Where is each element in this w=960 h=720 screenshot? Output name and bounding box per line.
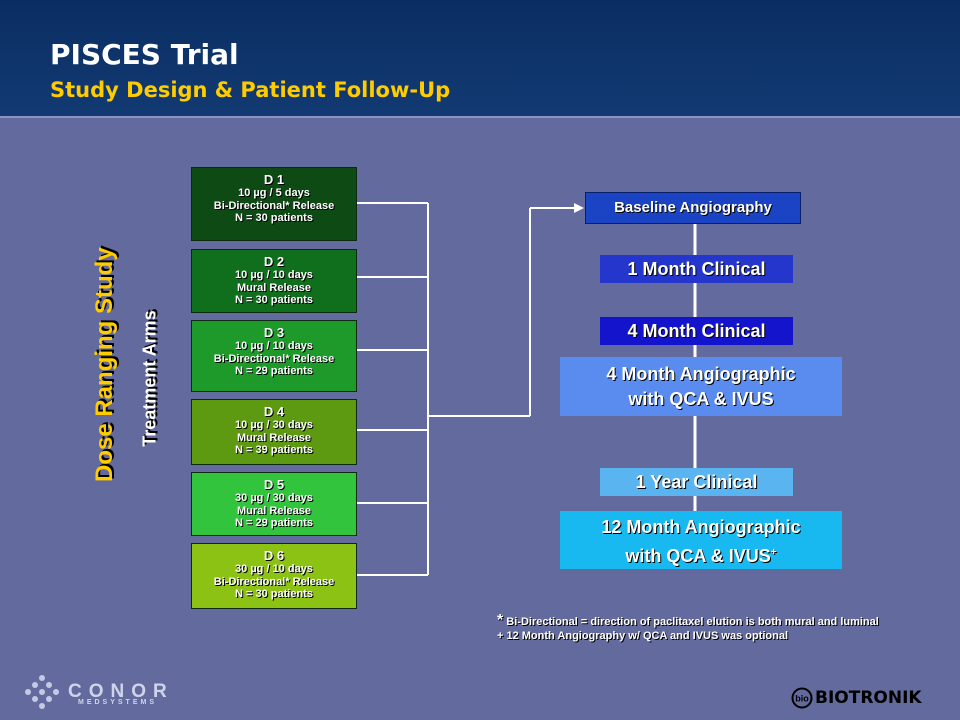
page-subtitle: Study Design & Patient Follow-Up (50, 78, 451, 102)
twelve-month-angiographic-box: 12 Month Angiographic with QCA & IVUS+ (560, 511, 842, 569)
page-title: PISCES Trial (50, 38, 239, 71)
one-year-clinical-box: 1 Year Clinical (600, 468, 793, 496)
conor-subtitle: MEDSYSTEMS (78, 699, 158, 706)
arm-d6-dose: 30 µg / 10 days (235, 563, 313, 575)
arm-d6-name: D 6 (263, 548, 285, 563)
header-bar: PISCES Trial Study Design & Patient Foll… (0, 0, 960, 118)
four-month-angiographic-box: 4 Month Angiographic with QCA & IVUS (560, 357, 842, 416)
arm-d5-name: D 5 (263, 477, 285, 492)
four-month-clinical-box: 4 Month Clinical (600, 317, 793, 345)
biotronik-badge-icon: bio (791, 687, 813, 709)
arm-d4-name: D 4 (263, 404, 285, 419)
footnote-1-text: Bi-Directional = direction of paclitaxel… (503, 616, 879, 628)
arm-d1-name: D 1 (263, 172, 285, 187)
four-month-angiographic-line1: 4 Month Angiographic (606, 364, 796, 384)
biotronik-name: BIOTRONIK (815, 688, 922, 708)
arm-d3-n: N = 29 patients (235, 365, 313, 377)
arm-d2-n: N = 30 patients (235, 294, 313, 306)
arm-d2-dose: 10 µg / 10 days (235, 269, 313, 281)
twelve-month-angiographic-line2: with QCA & IVUS+ (560, 540, 842, 569)
footnotes: * Bi-Directional = direction of paclitax… (497, 612, 879, 643)
footnote-star: * (497, 612, 504, 629)
arm-d4-dose: 10 µg / 30 days (235, 419, 313, 431)
conor-name: CONOR (68, 681, 174, 702)
arm-d3: D 3 10 µg / 10 days Bi-Directional* Rele… (191, 320, 357, 392)
arm-d1-n: N = 30 patients (235, 212, 313, 224)
biotronik-badge-text: bio (795, 694, 809, 704)
arm-d3-dose: 10 µg / 10 days (235, 340, 313, 352)
twelve-month-angiographic-line1: 12 Month Angiographic (601, 517, 801, 537)
one-month-clinical-box: 1 Month Clinical (600, 255, 793, 283)
arm-d4-n: N = 39 patients (235, 444, 313, 456)
twelve-month-angiographic-line2-text: with QCA & IVUS (625, 546, 771, 566)
arm-d6-n: N = 30 patients (235, 588, 313, 600)
footnote-2: + 12 Month Angiography w/ QCA and IVUS w… (497, 630, 789, 642)
four-month-angiographic-line2: with QCA & IVUS (628, 389, 774, 409)
arm-d4-release: Mural Release (237, 431, 311, 444)
one-year-clinical-label: 1 Year Clinical (635, 472, 758, 492)
arm-d4: D 4 10 µg / 30 days Mural Release N = 39… (191, 399, 357, 465)
arm-d5: D 5 30 µg / 30 days Mural Release N = 29… (191, 472, 357, 536)
arm-d5-n: N = 29 patients (235, 517, 313, 529)
arm-d1: D 1 10 µg / 5 days Bi-Directional* Relea… (191, 167, 357, 241)
arm-d3-release: Bi-Directional* Release (213, 352, 335, 365)
arm-d6-release: Bi-Directional* Release (213, 575, 335, 588)
arm-d5-release: Mural Release (237, 504, 311, 517)
baseline-angiography-box: Baseline Angiography (585, 192, 801, 224)
arm-d2: D 2 10 µg / 10 days Mural Release N = 30… (191, 249, 357, 313)
arm-d1-release: Bi-Directional* Release (213, 199, 335, 212)
arm-d2-release: Mural Release (237, 281, 311, 294)
optional-marker: + (770, 547, 777, 558)
four-month-clinical-label: 4 Month Clinical (627, 321, 766, 341)
baseline-angiography-label: Baseline Angiography (614, 199, 772, 216)
arm-d1-dose: 10 µg / 5 days (238, 187, 310, 199)
footnote-1: * Bi-Directional = direction of paclitax… (497, 612, 879, 629)
conor-logo-icon (25, 675, 59, 709)
one-month-clinical-label: 1 Month Clinical (627, 259, 766, 279)
arm-d3-name: D 3 (263, 325, 285, 340)
arm-d5-dose: 30 µg / 30 days (235, 492, 313, 504)
arm-d2-name: D 2 (263, 254, 285, 269)
arm-d6: D 6 30 µg / 10 days Bi-Directional* Rele… (191, 543, 357, 609)
